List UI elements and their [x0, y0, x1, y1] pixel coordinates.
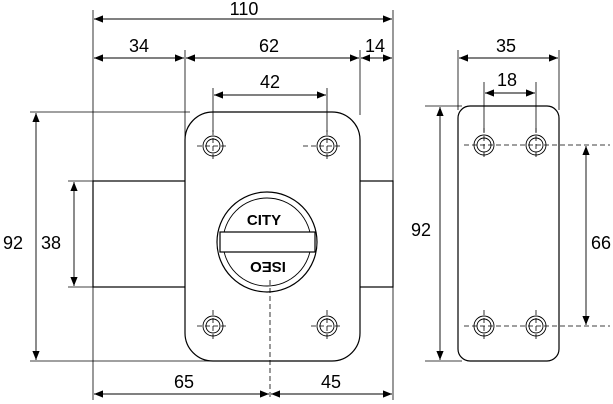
dim-92-side: 92: [411, 220, 431, 240]
dim-34: 34: [129, 36, 149, 56]
front-screw-hole-top-left: [197, 130, 229, 162]
front-screw-hole-bottom-left: [197, 310, 229, 342]
dim-66: 66: [591, 233, 611, 253]
dim-42: 42: [260, 72, 280, 92]
front-screw-hole-bottom-right: [311, 310, 343, 342]
cylinder-brand-bottom: ISEO: [250, 258, 286, 275]
side-dimension-labels: 35 18 92 66: [411, 36, 611, 253]
side-extension-lines: [425, 50, 560, 362]
dim-110: 110: [230, 0, 259, 19]
front-dimension-labels: 110 34 62 14 42 92 38 65 45: [3, 0, 385, 392]
front-dimension-lines: [32, 15, 392, 398]
dim-18: 18: [497, 70, 517, 90]
front-screw-hole-top-right: [303, 130, 343, 162]
side-plate: [457, 105, 560, 362]
dim-62: 62: [259, 36, 279, 56]
side-dimension-lines: [436, 54, 590, 360]
dim-92-front: 92: [3, 233, 23, 253]
dim-35: 35: [496, 36, 516, 56]
side-view: [457, 105, 610, 362]
front-extension-lines: [30, 10, 394, 400]
dim-14: 14: [365, 36, 385, 56]
dim-45: 45: [321, 372, 341, 392]
dim-65: 65: [174, 372, 194, 392]
dim-38: 38: [41, 233, 61, 253]
cylinder-brand-top: CITY: [247, 212, 281, 229]
cylinder-face: CITY ISEO: [216, 191, 318, 293]
key-slot-bar: [219, 231, 316, 253]
front-view: CITY ISEO: [92, 111, 394, 398]
